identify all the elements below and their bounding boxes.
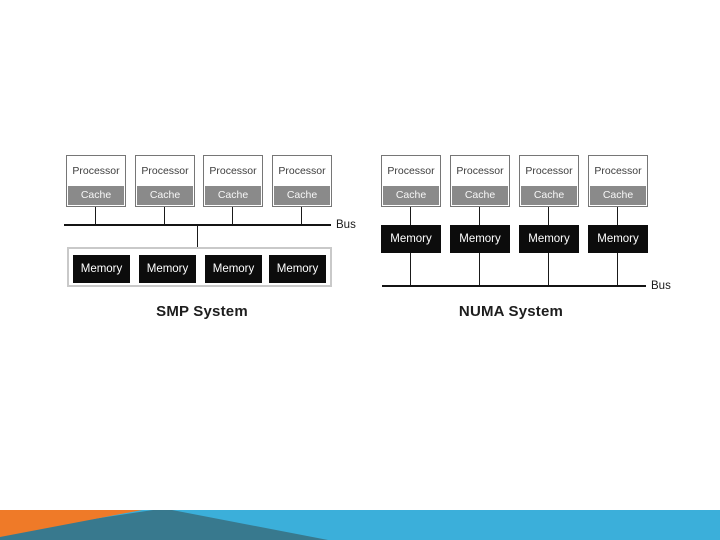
bottom-banner [0, 510, 720, 540]
numa-processor-box: Processor Cache [450, 155, 510, 207]
cache-label: Cache [137, 186, 193, 205]
numa-processor-box: Processor Cache [588, 155, 648, 207]
cache-label: Cache [274, 186, 330, 205]
processor-label: Processor [456, 165, 504, 177]
smp-processor-box: Processor Cache [135, 155, 195, 207]
memory-box: Memory [73, 255, 130, 283]
processor-label: Processor [387, 165, 435, 177]
cache-label: Cache [590, 186, 646, 205]
banner-teal-triangle [0, 510, 328, 540]
processor-label: Processor [141, 165, 189, 177]
cache-label: Cache [68, 186, 124, 205]
memory-box: Memory [139, 255, 196, 283]
smp-memory-bank: Memory Memory Memory Memory [67, 247, 332, 287]
connector-line [617, 253, 618, 285]
memory-box: Memory [381, 225, 441, 253]
memory-box: Memory [205, 255, 262, 283]
numa-bus-line [382, 285, 646, 287]
banner-orange-triangle [0, 510, 142, 537]
connector-line [617, 207, 618, 225]
connector-line [548, 207, 549, 225]
connector-line [479, 253, 480, 285]
processor-label: Processor [209, 165, 257, 177]
cache-label: Cache [521, 186, 577, 205]
connector-line [410, 253, 411, 285]
processor-label: Processor [278, 165, 326, 177]
numa-title: NUMA System [458, 303, 564, 320]
connector-line [548, 253, 549, 285]
numa-processor-box: Processor Cache [381, 155, 441, 207]
smp-bus-label: Bus [336, 219, 356, 231]
connector-line [301, 207, 302, 224]
connector-line [95, 207, 96, 224]
connector-line [197, 226, 198, 247]
memory-box: Memory [519, 225, 579, 253]
memory-box: Memory [588, 225, 648, 253]
smp-processor-box: Processor Cache [66, 155, 126, 207]
connector-line [232, 207, 233, 224]
numa-processor-box: Processor Cache [519, 155, 579, 207]
cache-label: Cache [383, 186, 439, 205]
cache-label: Cache [452, 186, 508, 205]
processor-label: Processor [594, 165, 642, 177]
smp-processor-box: Processor Cache [272, 155, 332, 207]
memory-box: Memory [269, 255, 326, 283]
connector-line [164, 207, 165, 224]
connector-line [410, 207, 411, 225]
processor-label: Processor [525, 165, 573, 177]
processor-label: Processor [72, 165, 120, 177]
smp-title: SMP System [156, 303, 248, 320]
cache-label: Cache [205, 186, 261, 205]
smp-bus-line [64, 224, 331, 226]
connector-line [479, 207, 480, 225]
memory-box: Memory [450, 225, 510, 253]
numa-bus-label: Bus [651, 280, 671, 292]
smp-processor-box: Processor Cache [203, 155, 263, 207]
